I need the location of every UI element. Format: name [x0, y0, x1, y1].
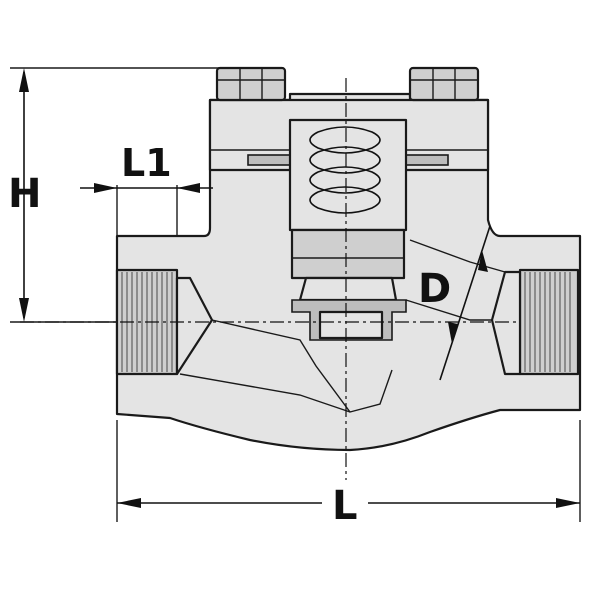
left-bolt: [215, 66, 287, 102]
bore-label: D: [418, 266, 451, 312]
length-label: L: [332, 483, 358, 529]
center-lines: [20, 78, 520, 505]
piston-disc: [290, 228, 406, 280]
bore-dimension: [439, 225, 491, 381]
thread-length-dimension: [80, 183, 213, 193]
right-thread-lines: [524, 272, 571, 372]
right-bolt: [408, 66, 480, 102]
thread-length-label: L1: [121, 141, 172, 185]
height-dimension: [19, 68, 29, 322]
valve-body: [115, 66, 582, 452]
piston-housing: [288, 118, 408, 232]
height-label: H: [8, 171, 41, 217]
spring: [309, 126, 381, 214]
outlet-bore: [490, 270, 522, 376]
flow-passage: [211, 319, 393, 413]
right-thread: [518, 268, 580, 376]
piston-stem: [298, 276, 398, 302]
